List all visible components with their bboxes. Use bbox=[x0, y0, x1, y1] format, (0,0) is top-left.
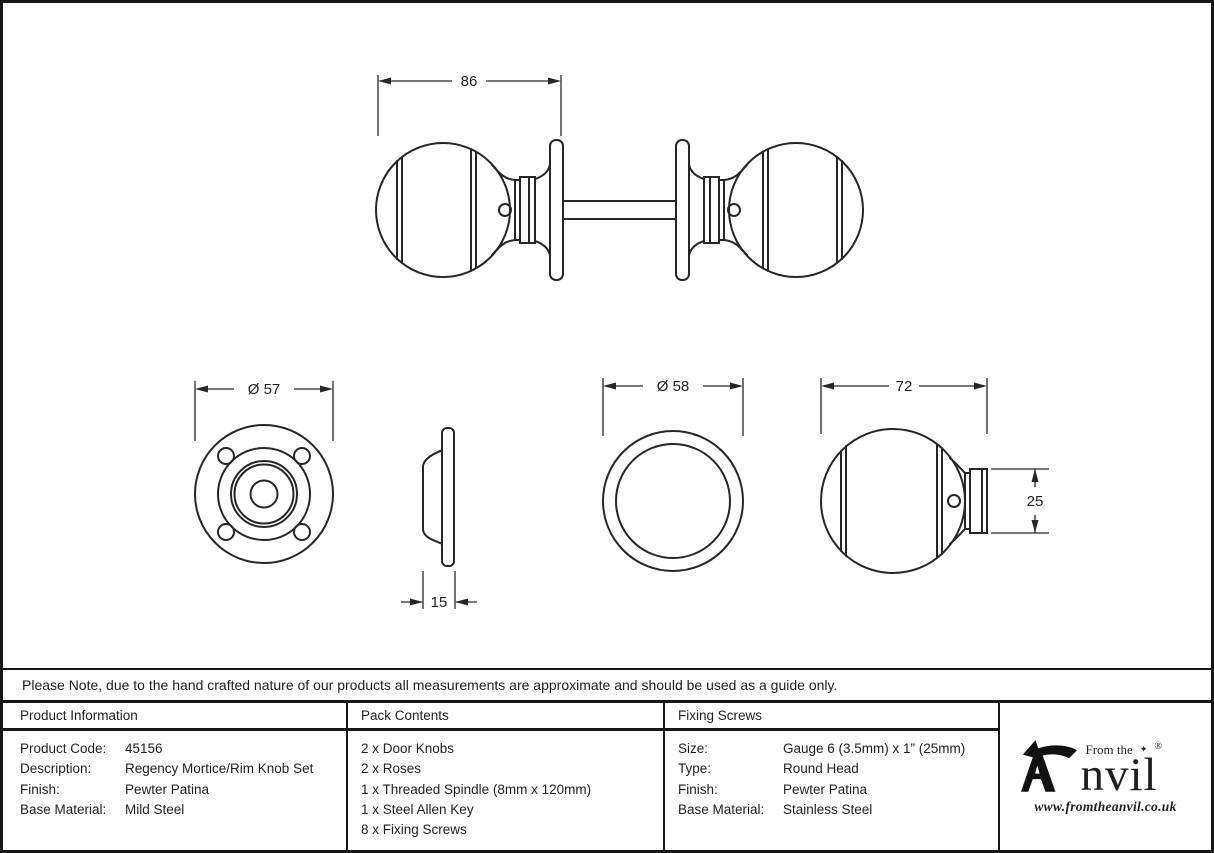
dimension-collar-height: 25 bbox=[991, 468, 1049, 534]
note-bar: Please Note, due to the hand crafted nat… bbox=[3, 668, 1211, 703]
field-value: Mild Steel bbox=[125, 801, 185, 817]
pack-contents-header: Pack Contents bbox=[348, 703, 663, 731]
field-label: Description: bbox=[20, 761, 92, 777]
pack-item: 8 x Fixing Screws bbox=[361, 822, 467, 838]
rose-side-view: 15 bbox=[401, 427, 477, 611]
field-label: Size: bbox=[678, 741, 709, 756]
dimension-rose-diameter: Ø 57 bbox=[194, 381, 334, 441]
field-label: Product Code: bbox=[20, 741, 107, 756]
base-material-row: Base Material: Mild Steel bbox=[20, 800, 346, 820]
product-information-section: Product Information Product Code: 45156 D… bbox=[3, 703, 348, 850]
dimension-knob-diameter: Ø 58 bbox=[602, 378, 744, 436]
screw-finish-row: Finish: Pewter Patina bbox=[678, 780, 998, 800]
brand-name-suffix: nvil bbox=[1080, 748, 1158, 801]
fixing-screws-section: Fixing Screws Size: Gauge 6 (3.5mm) x 1” … bbox=[665, 703, 1000, 850]
field-value: Regency Mortice/Rim Knob Set bbox=[125, 761, 314, 777]
knob-set-side-view: 86 bbox=[375, 73, 864, 281]
field-value: Round Head bbox=[783, 761, 859, 777]
rose-front-view: Ø 57 bbox=[194, 381, 334, 564]
logo-tagline-row: From the ✦ ® bbox=[1081, 741, 1162, 758]
registered-mark: ® bbox=[1154, 741, 1162, 752]
dim-label-knob-projection: 72 bbox=[896, 378, 913, 395]
field-value: 45156 bbox=[125, 741, 163, 756]
from-the-anvil-logo: From the ✦ ® nvil www.fromtheanvil.co.uk bbox=[1020, 739, 1191, 815]
field-label: Finish: bbox=[20, 781, 60, 797]
field-value: Stainless Steel bbox=[783, 801, 873, 817]
dim-label-knob-diameter: Ø 58 bbox=[657, 378, 690, 395]
dimension-knob-projection: 72 bbox=[820, 378, 988, 434]
right-knob bbox=[675, 139, 864, 281]
dimension-86: 86 bbox=[377, 73, 562, 136]
screw-type-row: Type: Round Head bbox=[678, 759, 998, 779]
dim-label-rose-depth: 15 bbox=[431, 594, 448, 611]
anvil-icon bbox=[1020, 739, 1077, 792]
screw-material-row: Base Material: Stainless Steel bbox=[678, 800, 998, 820]
field-value: Pewter Patina bbox=[125, 781, 210, 797]
field-label: Base Material: bbox=[678, 801, 765, 817]
description-row: Description: Regency Mortice/Rim Knob Set bbox=[20, 759, 346, 779]
brand-section: From the ✦ ® nvil www.fromtheanvil.co.uk bbox=[1000, 703, 1211, 850]
note-text: Please Note, due to the hand crafted nat… bbox=[22, 677, 838, 693]
dim-label-collar-height: 25 bbox=[1027, 493, 1044, 510]
field-label: Type: bbox=[678, 761, 712, 777]
product-information-body: Product Code: 45156 Description: Regency M… bbox=[3, 731, 346, 820]
pack-item: 2 x Door Knobs bbox=[361, 741, 455, 756]
product-code-row: Product Code: 45156 bbox=[20, 739, 346, 759]
pack-item: 1 x Threaded Spindle (8mm x 120mm) bbox=[361, 781, 592, 797]
pack-item: 1 x Steel Allen Key bbox=[361, 801, 474, 817]
technical-drawing: 86 bbox=[194, 73, 1049, 611]
pack-contents-body: 2 x Door Knobs 2 x Roses 1 x Threaded Sp… bbox=[348, 731, 663, 840]
field-label: Finish: bbox=[678, 781, 718, 797]
knob-side-view: 72 25 bbox=[820, 378, 1049, 574]
website-url: www.fromtheanvil.co.uk bbox=[1034, 798, 1177, 814]
knob-front-view: Ø 58 bbox=[602, 378, 744, 572]
left-knob bbox=[375, 139, 564, 281]
product-information-header: Product Information bbox=[3, 703, 346, 731]
dimension-rose-depth: 15 bbox=[401, 571, 477, 611]
field-value: Pewter Patina bbox=[783, 781, 868, 797]
diamond-icon: ✦ bbox=[1139, 744, 1148, 754]
finish-row: Finish: Pewter Patina bbox=[20, 780, 346, 800]
field-value: Gauge 6 (3.5mm) x 1” (25mm) bbox=[783, 741, 966, 756]
logo-tagline: From the bbox=[1085, 741, 1133, 757]
pack-contents-section: Pack Contents 2 x Door Knobs 2 x Roses 1… bbox=[348, 703, 665, 850]
screw-size-row: Size: Gauge 6 (3.5mm) x 1” (25mm) bbox=[678, 739, 998, 759]
spindle bbox=[562, 200, 677, 220]
dim-label-knob-set-width: 86 bbox=[461, 73, 478, 90]
spec-table: Product Information Product Code: 45156 D… bbox=[3, 703, 1211, 850]
fixing-screws-header: Fixing Screws bbox=[665, 703, 998, 731]
fixing-screws-body: Size: Gauge 6 (3.5mm) x 1” (25mm) Type: Ro… bbox=[665, 731, 998, 820]
dim-label-rose-diameter: Ø 57 bbox=[248, 381, 281, 398]
pack-item: 2 x Roses bbox=[361, 761, 422, 777]
field-label: Base Material: bbox=[20, 801, 107, 817]
